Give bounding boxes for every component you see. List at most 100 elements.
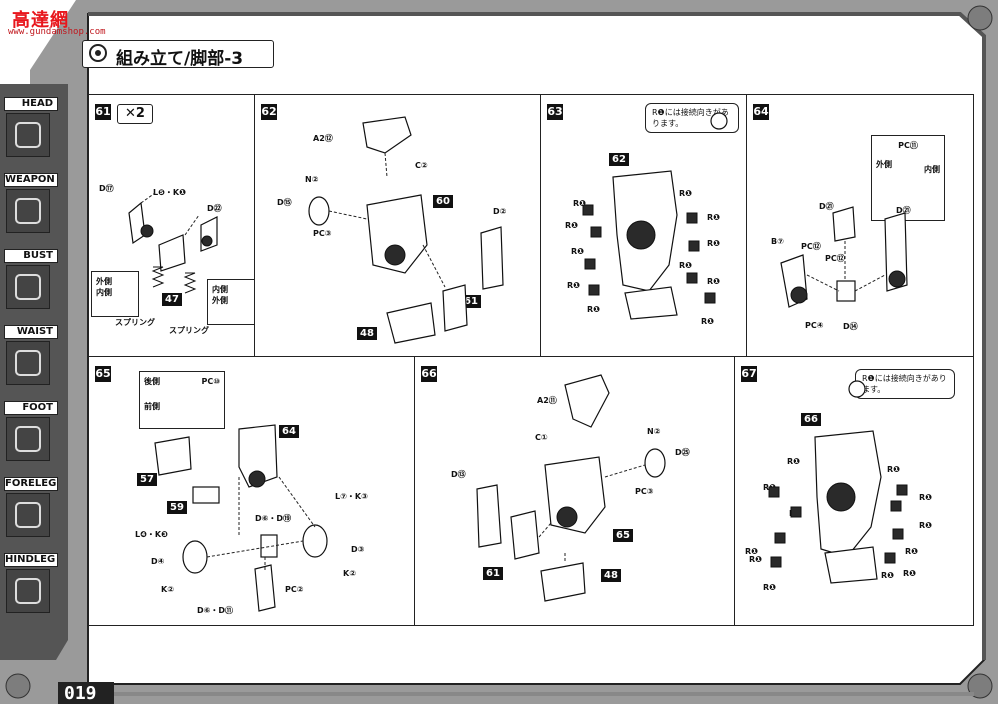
part-label: PC③ xyxy=(635,487,654,496)
part-number-badge: 48 xyxy=(357,327,377,340)
part-label: R❶ xyxy=(745,547,758,556)
foreleg-icon xyxy=(6,493,50,537)
nav-label-head: HEAD xyxy=(4,97,58,111)
inset-label: PC⑪ xyxy=(898,141,918,150)
part-label: PC③ xyxy=(313,229,332,238)
nav-label-waist: WAIST xyxy=(4,325,58,339)
nav-tab-waist[interactable]: WAIST xyxy=(0,325,64,395)
part-label: D㉒ xyxy=(207,204,222,213)
step-number: 63 xyxy=(547,104,563,120)
pc-orientation-inset: PC⑪ 外側 内側 D㉑ xyxy=(871,135,945,221)
nav-tab-hindleg[interactable]: HINDLEG xyxy=(0,553,64,623)
step-number: 66 xyxy=(421,366,437,382)
part-label: B⑦ xyxy=(771,237,784,246)
nav-label-foot: FOOT xyxy=(4,401,58,415)
part-label: D⑰ xyxy=(99,184,114,193)
part-label: L⑦・K③ xyxy=(335,492,368,501)
nav-tab-weapon[interactable]: WEAPON xyxy=(0,173,64,243)
page-title: 組み立て/脚部-3 xyxy=(116,49,244,69)
assembly-drawing xyxy=(308,116,504,344)
bust-icon xyxy=(6,265,50,309)
inset-label: 内側 xyxy=(924,165,940,174)
step-62-panel: 62 A2⑫ C② N② D⑮ PC③ 60 D② 61 48 xyxy=(254,94,542,358)
nav-label-bust: BUST xyxy=(4,249,58,263)
step-65-panel: 65 後側 前側 PC⑩ 64 57 59 L❹・K❸ D④ K② D⑥・D⑲ … xyxy=(88,356,416,626)
step-64-panel: 64 PC⑪ 外側 内側 D㉑ D㉑ B❸ B⑦ PC⑫ PC⑫ PC④ D⑭ xyxy=(746,94,974,358)
part-label: R❶ xyxy=(887,465,900,474)
step-number: 64 xyxy=(753,104,769,120)
part-number-badge: 48 xyxy=(601,569,621,582)
part-label: R❶ xyxy=(903,569,916,578)
part-label: D③ xyxy=(351,545,365,554)
part-number-badge: 47 xyxy=(162,293,182,306)
part-label: D⑥・D⑲ xyxy=(255,514,292,523)
part-number-badge: 59 xyxy=(167,501,187,514)
inset-label: 後側 xyxy=(144,377,160,386)
part-label: D㉑ xyxy=(819,202,834,211)
part-number-badge: 66 xyxy=(801,413,821,426)
part-label: N② xyxy=(647,427,661,436)
step-66-panel: 66 A2⑪ C① N② D㉕ D⑬ PC③ 65 61 48 xyxy=(414,356,736,626)
part-label: R❶ xyxy=(679,261,692,270)
brand-url: www.gundamshop.com xyxy=(8,27,106,37)
part-label: C② xyxy=(415,161,428,170)
part-label: R❶ xyxy=(571,247,584,256)
inset-inner-outer: 内側 外側 xyxy=(207,279,255,325)
spring-label: スプリング xyxy=(115,318,155,327)
step-63-panel: 63 R❶には接続向きがあります。 62 R❶ R❶ R❶ R❶ R❶ R❶ R… xyxy=(540,94,748,358)
page-number: 019 xyxy=(64,683,97,704)
part-label: R❶ xyxy=(565,221,578,230)
head-icon xyxy=(6,113,50,157)
part-label: L❺・K❶ xyxy=(153,188,186,197)
part-number-badge: 57 xyxy=(137,473,157,486)
part-label: A2⑫ xyxy=(313,134,333,143)
nav-label-foreleg: FORELEG xyxy=(4,477,58,491)
step-number: 67 xyxy=(741,366,757,382)
part-label: PC④ xyxy=(805,321,824,330)
weapon-icon xyxy=(6,189,50,233)
step-67-panel: 67 R❶には接続向きがあります。 66 R❶ R❶ R❶ R❶ R❶ R❶ R… xyxy=(734,356,974,626)
part-label: R❶ xyxy=(707,213,720,222)
spring-label: スプリング xyxy=(169,326,209,335)
inset-label: 外側 xyxy=(876,160,892,169)
part-label: R❶ xyxy=(573,199,586,208)
part-label: D⑭ xyxy=(843,322,858,331)
nav-tab-bust[interactable]: BUST xyxy=(0,249,64,319)
waist-icon xyxy=(6,341,50,385)
part-label: PC⑫ xyxy=(801,242,821,251)
assembly-drawing xyxy=(768,380,908,584)
brand-name: 高達網 xyxy=(12,10,69,31)
inset-label: 外側 xyxy=(96,277,112,286)
part-label: L❹・K❸ xyxy=(135,530,168,539)
gear-icon xyxy=(89,44,107,62)
part-number-badge: 62 xyxy=(609,153,629,166)
part-label: R❶ xyxy=(919,493,932,502)
part-label: D⑮ xyxy=(277,198,292,207)
nav-tab-foot[interactable]: FOOT xyxy=(0,401,64,471)
part-label: C① xyxy=(535,433,548,442)
part-label: D④ xyxy=(151,557,165,566)
part-number-badge: 64 xyxy=(279,425,299,438)
part-label: R❶ xyxy=(679,189,692,198)
assembly-drawing xyxy=(128,192,218,294)
nav-tab-head[interactable]: HEAD xyxy=(0,97,64,167)
step-number: 61 xyxy=(95,104,111,120)
nav-label-hindleg: HINDLEG xyxy=(4,553,58,567)
part-label: K② xyxy=(343,569,356,578)
nav-label-weapon: WEAPON xyxy=(4,173,58,187)
inset-label: PC⑩ xyxy=(201,377,220,386)
part-label: R❶ xyxy=(707,239,720,248)
part-label: R❶ xyxy=(881,571,894,580)
part-label: D㉕ xyxy=(675,448,690,457)
footer-divider xyxy=(114,692,974,696)
step-number: 62 xyxy=(261,104,277,120)
inset-label: D㉑ xyxy=(896,206,911,215)
inset-label: 前側 xyxy=(144,402,160,411)
nav-tab-foreleg[interactable]: FORELEG xyxy=(0,477,64,547)
inset-outer-inner: 外側 内側 xyxy=(91,271,139,317)
part-label: R❶ xyxy=(567,281,580,290)
hindleg-icon xyxy=(6,569,50,613)
part-label: K② xyxy=(161,585,174,594)
step-number: 65 xyxy=(95,366,111,382)
